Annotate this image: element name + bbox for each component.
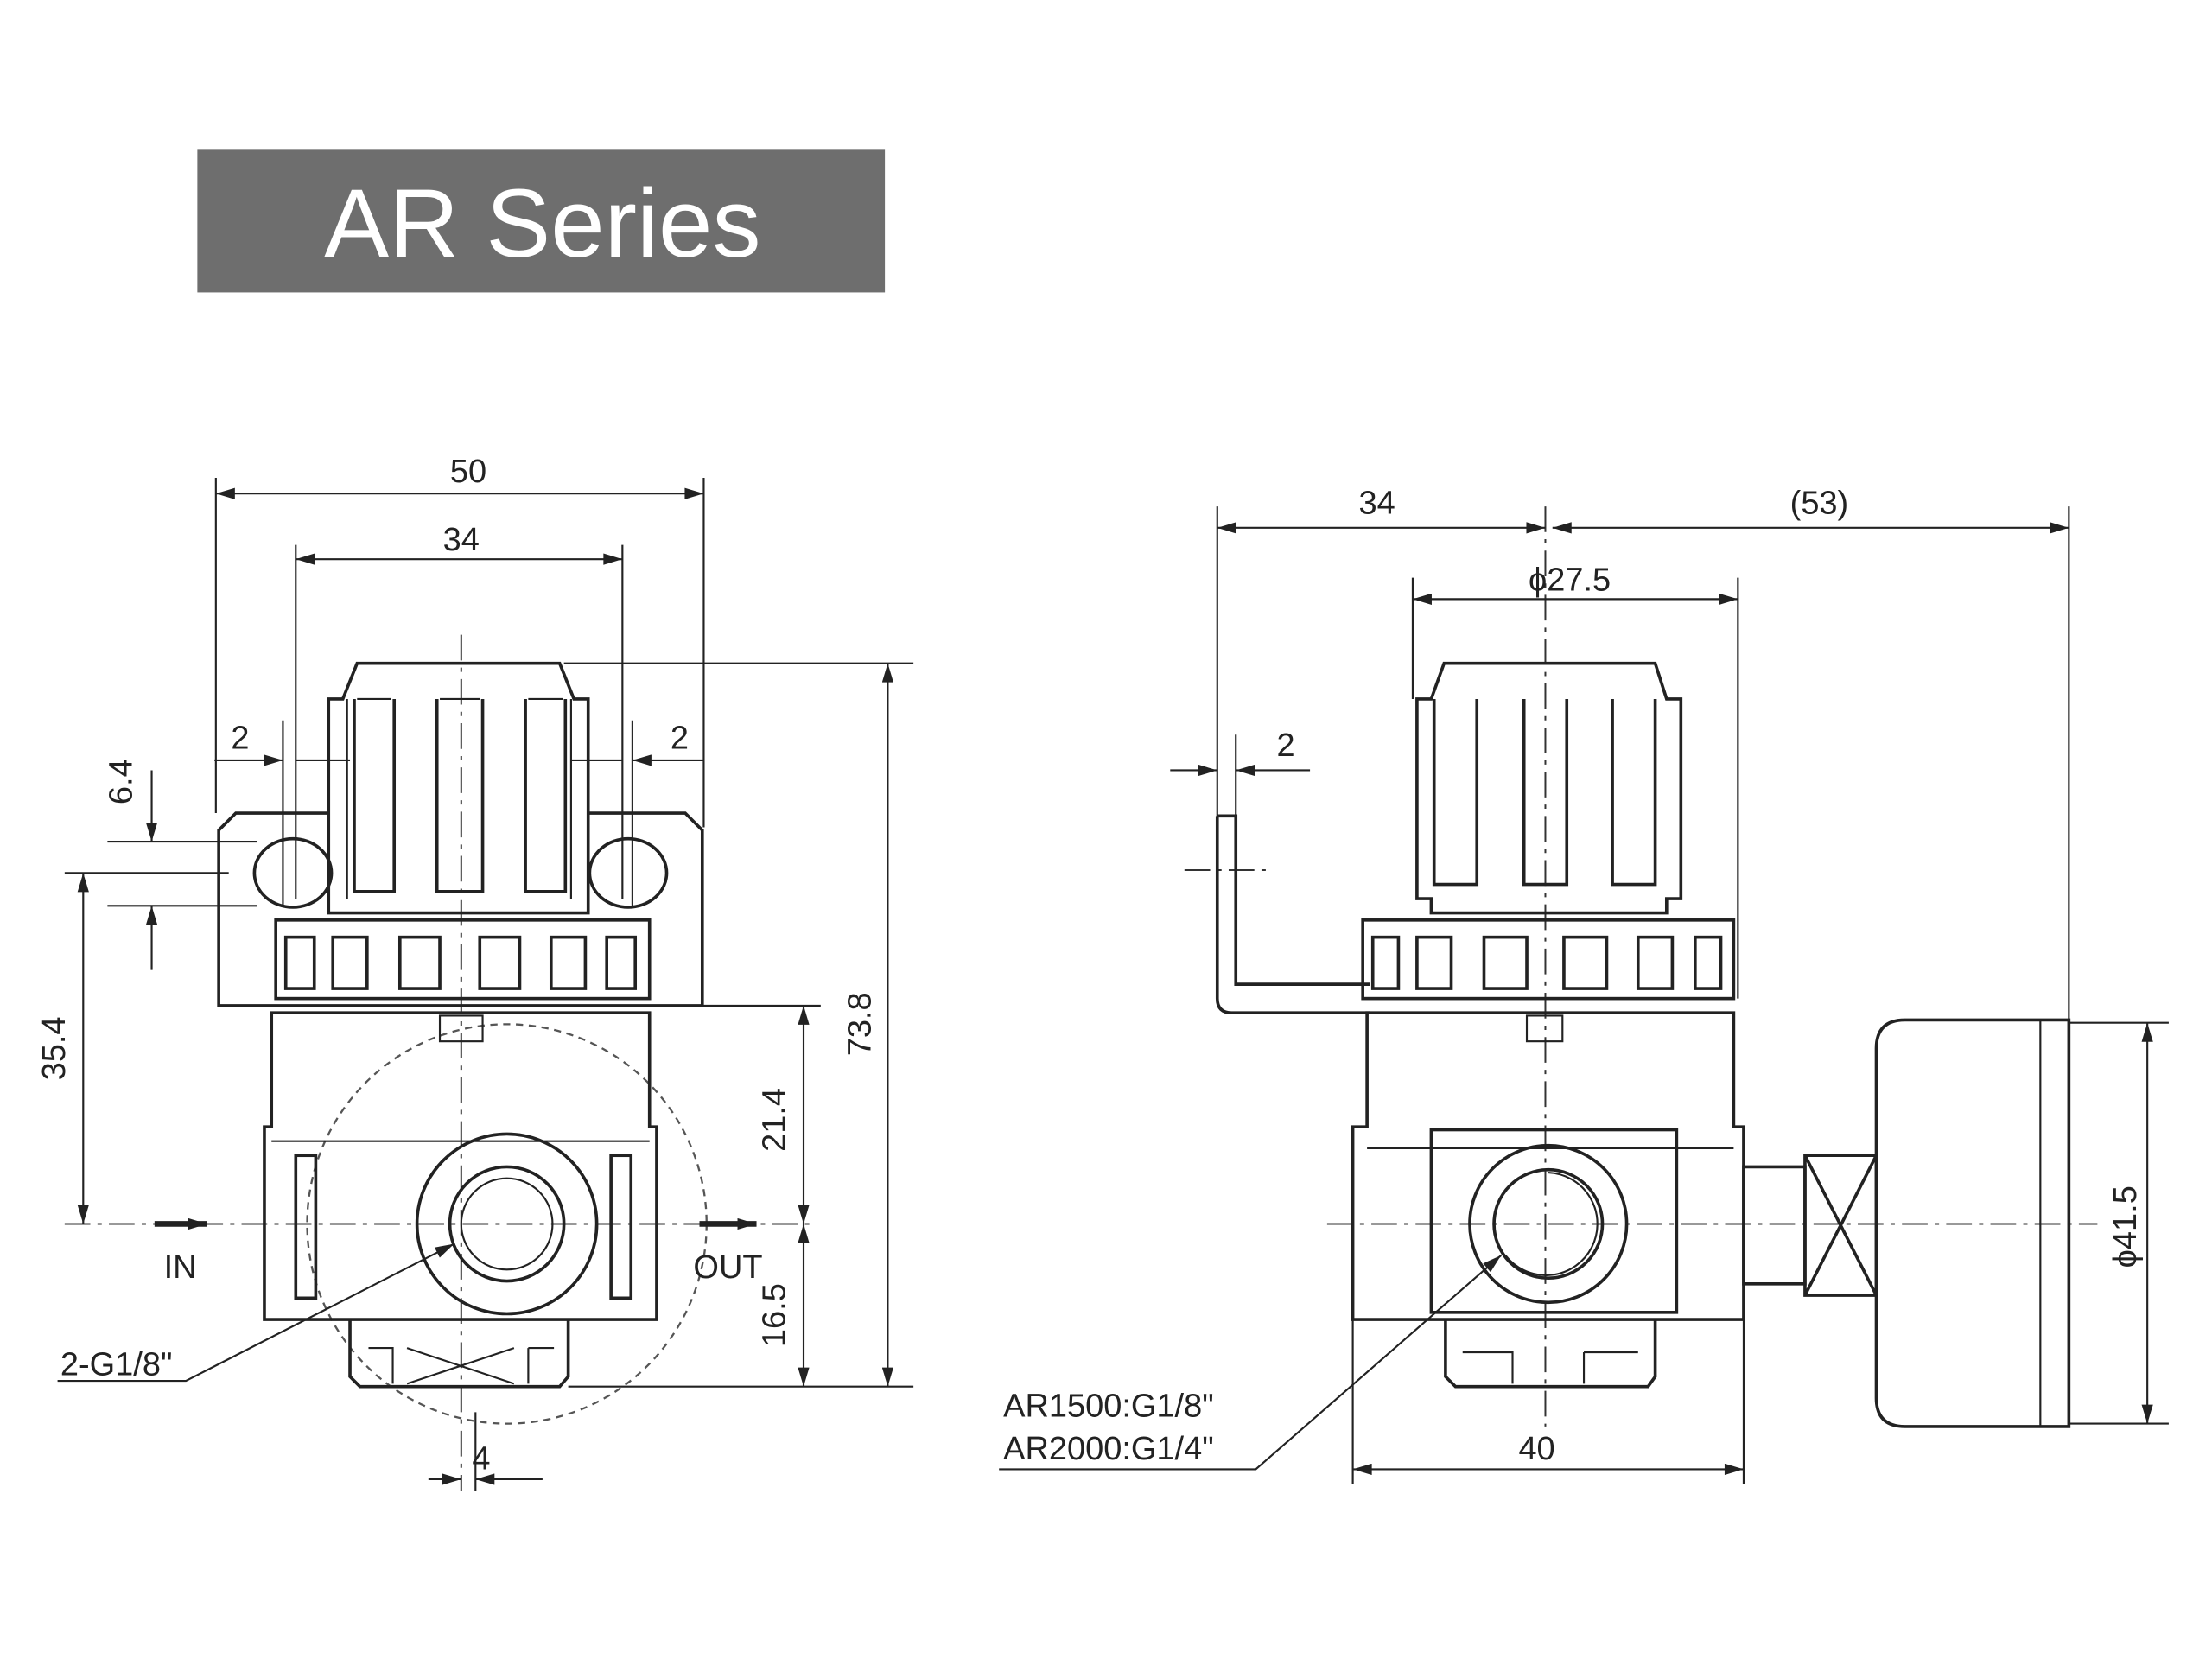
- dim-50: 50: [450, 454, 486, 490]
- label-out: OUT: [693, 1249, 762, 1286]
- dim-4: 4: [472, 1440, 490, 1477]
- dim-phi-27-5: ϕ27.5: [1529, 562, 1611, 598]
- label-in: IN: [164, 1249, 197, 1286]
- title-banner: AR Series: [197, 149, 886, 293]
- dim-2-right: 2: [671, 721, 689, 757]
- dim-40: 40: [1518, 1431, 1554, 1467]
- dim-2-bracket: 2: [1276, 728, 1294, 764]
- dim-73-8: 73.8: [842, 992, 879, 1056]
- dim-34-side: 34: [1359, 485, 1395, 521]
- side-view: 34 (53) ϕ27.5 2 ϕ41.5 40 AR1500:G1/8" AR…: [999, 485, 2169, 1484]
- port-note: 2-G1/8": [60, 1346, 173, 1382]
- dim-35-4: 35.4: [36, 1016, 73, 1080]
- dim-2-left: 2: [231, 721, 249, 757]
- dim-34: 34: [443, 522, 480, 558]
- port-note-ar2000: AR2000:G1/4": [1003, 1431, 1214, 1467]
- title-text: AR Series: [324, 168, 760, 277]
- port-note-ar1500: AR1500:G1/8": [1003, 1388, 1214, 1424]
- dim-phi-41-5: ϕ41.5: [2107, 1185, 2144, 1268]
- dim-16-5: 16.5: [757, 1283, 793, 1347]
- front-view: 50 34 2 2 6.4 35.4 21.4 16.5 73.8 4 IN O…: [36, 454, 914, 1491]
- dim-21-4: 21.4: [757, 1088, 793, 1152]
- dim-53: (53): [1790, 485, 1849, 521]
- dim-6-4: 6.4: [103, 759, 139, 804]
